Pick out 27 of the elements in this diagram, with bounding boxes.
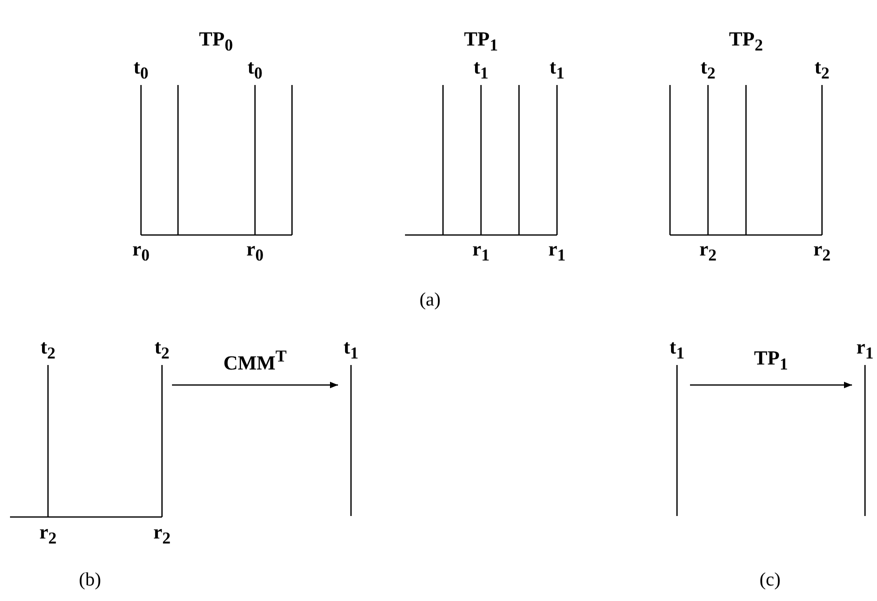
variable-label: r$_{2}$ <box>699 240 717 264</box>
variable-label: t$_{2}$ <box>700 58 716 82</box>
variable-label: r$_{2}$ <box>813 240 831 264</box>
variable-label: r$_{1}$ <box>856 338 874 362</box>
variable-label: r$_{1}$ <box>548 240 566 264</box>
arrow <box>690 382 852 388</box>
panel-caption: (a) <box>419 290 441 310</box>
arrow <box>172 382 338 388</box>
variable-label: r$_{0}$ <box>246 240 264 264</box>
variable-label: t$_{0}$ <box>134 58 148 82</box>
variable-label: r$_{2}$ <box>153 522 171 548</box>
variable-label: r$_{2}$ <box>39 522 57 548</box>
variable-label: t$_{1}$ <box>550 58 564 82</box>
variable-label: t$_{1}$ <box>344 338 358 362</box>
variable-label: t$_{1}$ <box>670 338 684 362</box>
variable-label: t$_{2}$ <box>154 338 170 362</box>
variable-label: t$_{1}$ <box>474 58 488 82</box>
panel-caption: (c) <box>759 570 781 590</box>
panel-caption: (b) <box>78 570 102 590</box>
variable-label: r$_{1}$ <box>472 240 490 264</box>
variable-label: t$_{0}$ <box>248 58 262 82</box>
variable-label: t$_{2}$ <box>40 338 56 362</box>
variable-label: r$_{0}$ <box>132 240 150 264</box>
panel-title: TP$_{0}$ <box>199 30 233 54</box>
panel-title: TP$_{2}$ <box>729 30 763 54</box>
panel-title: TP$_{1}$ <box>464 30 498 54</box>
variable-label: t$_{2}$ <box>814 58 830 82</box>
